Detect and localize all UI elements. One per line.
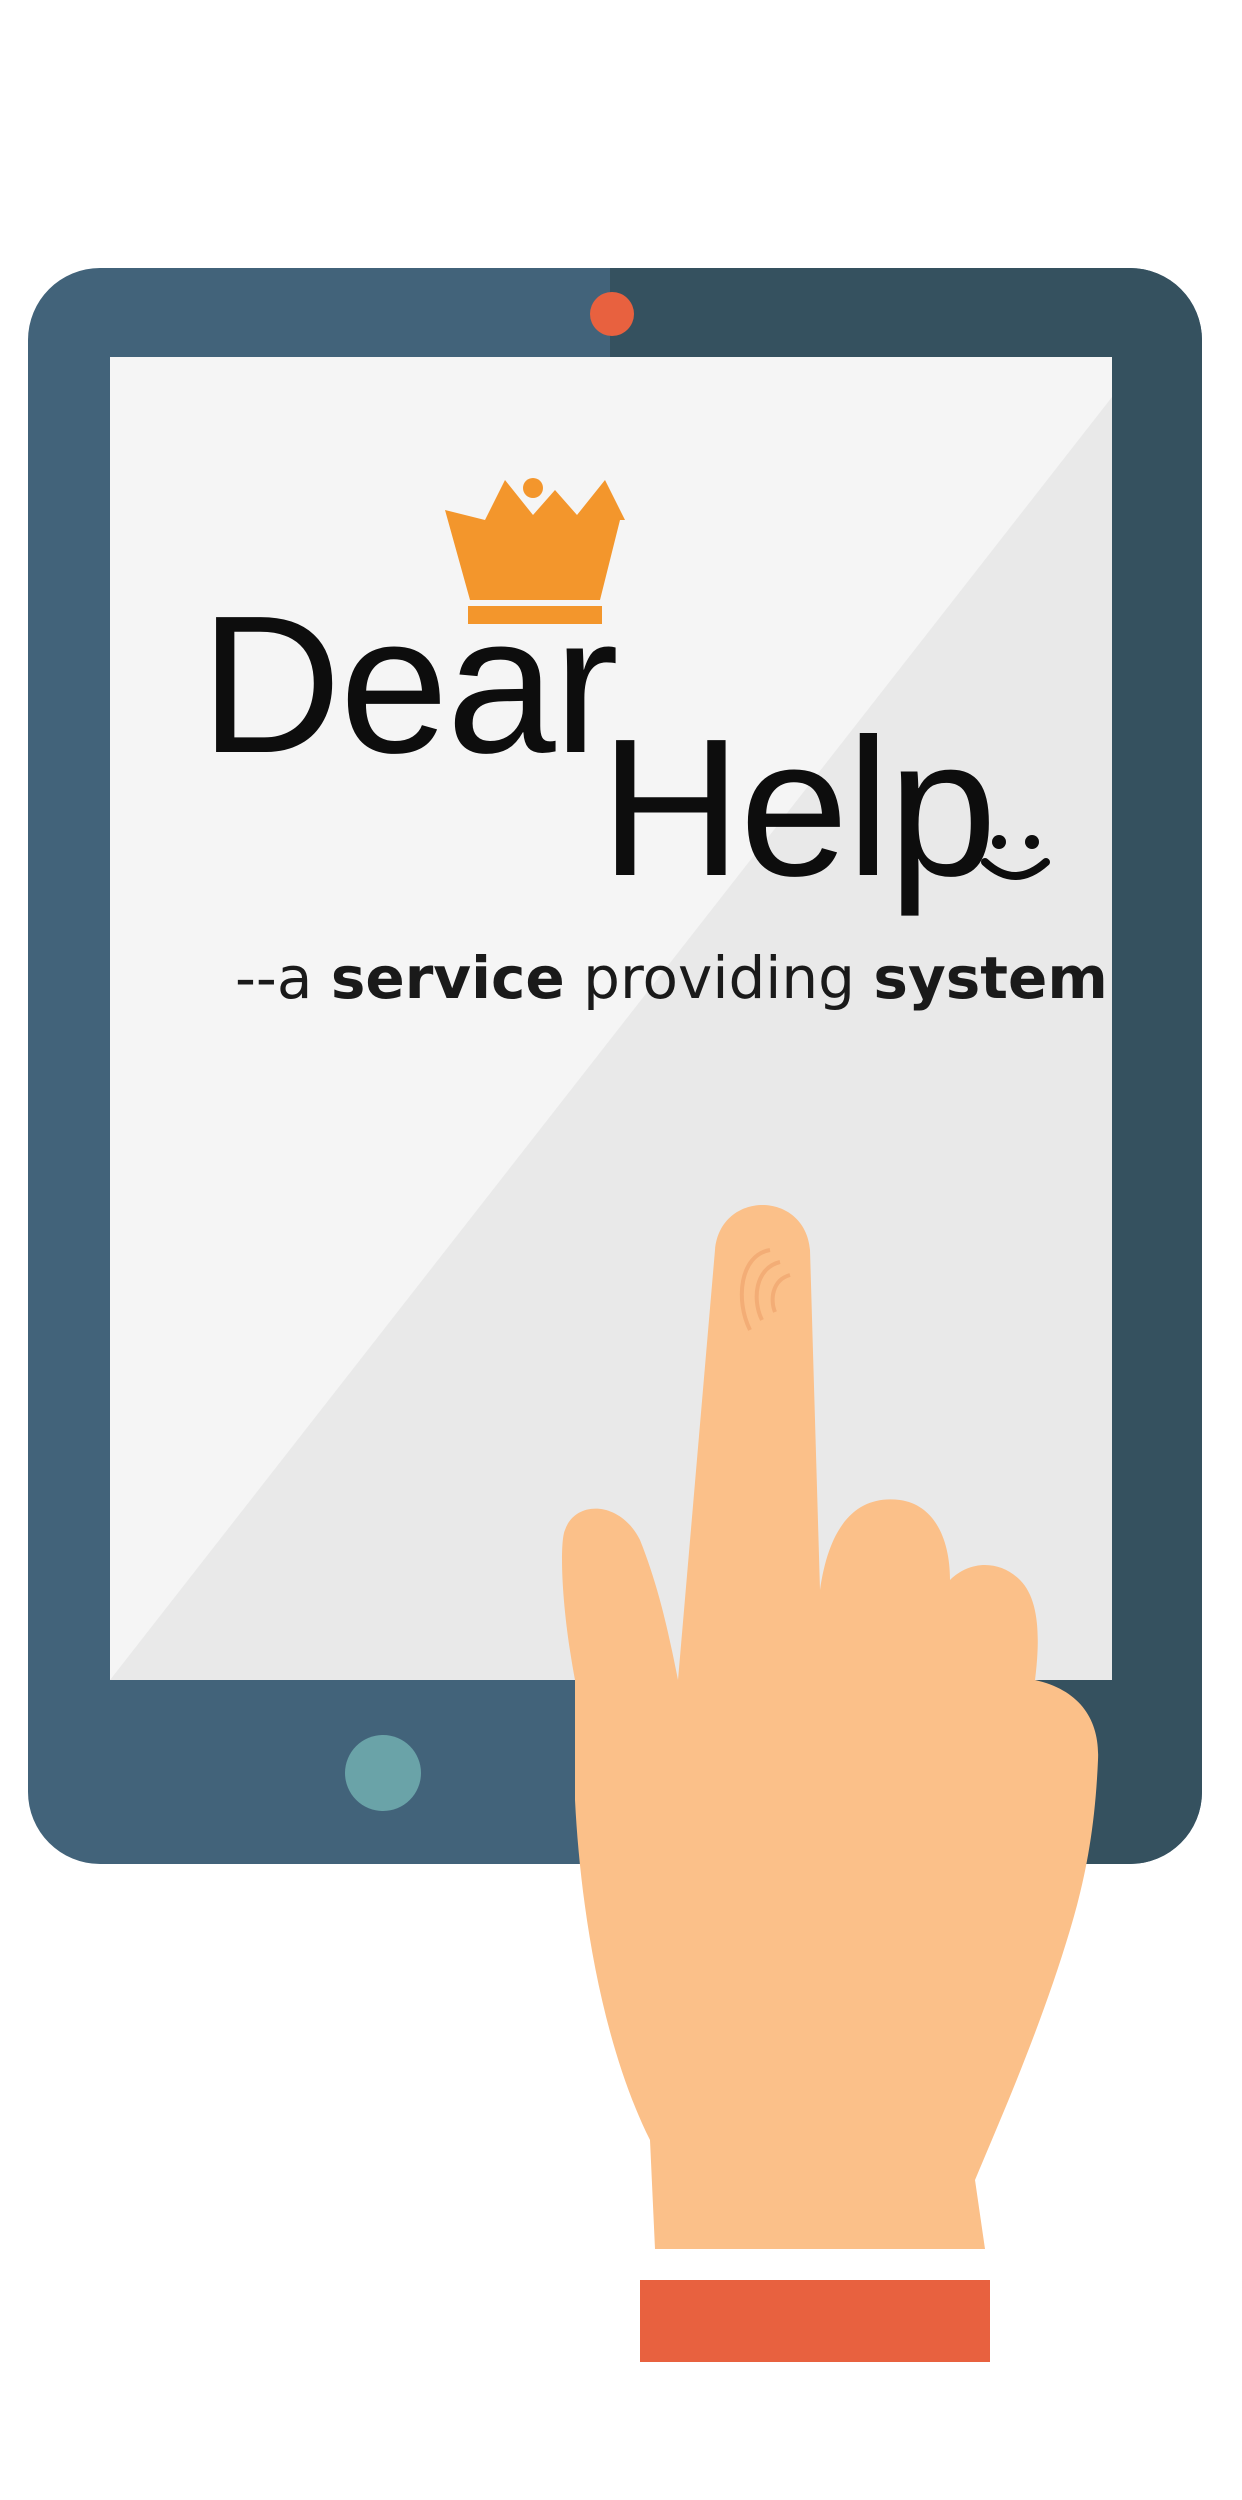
fingerprint-lines	[739, 1248, 791, 1331]
brand-tagline: --a service providing system	[235, 944, 1108, 1012]
tagline-prefix: --a	[235, 944, 331, 1012]
brand-word-help: Help	[600, 698, 995, 917]
brand-logo: Dear Help --a service providing system	[200, 478, 1108, 1012]
tablet-device	[28, 268, 1202, 1864]
pointing-hand-icon	[562, 1205, 1099, 2362]
tablet-screen	[110, 357, 1112, 1680]
tagline-service: service	[331, 944, 565, 1012]
smiley-icon	[981, 835, 1050, 880]
camera-dot	[590, 292, 634, 336]
crown-icon	[445, 478, 625, 624]
brand-word-dear: Dear	[200, 575, 617, 794]
screen-glare	[110, 397, 1112, 1680]
tagline-system: system	[873, 944, 1107, 1012]
shirt-cuff	[640, 2280, 990, 2362]
tagline-providing: providing	[565, 944, 874, 1012]
home-button[interactable]	[345, 1735, 421, 1811]
hand-shape	[562, 1205, 1099, 2249]
